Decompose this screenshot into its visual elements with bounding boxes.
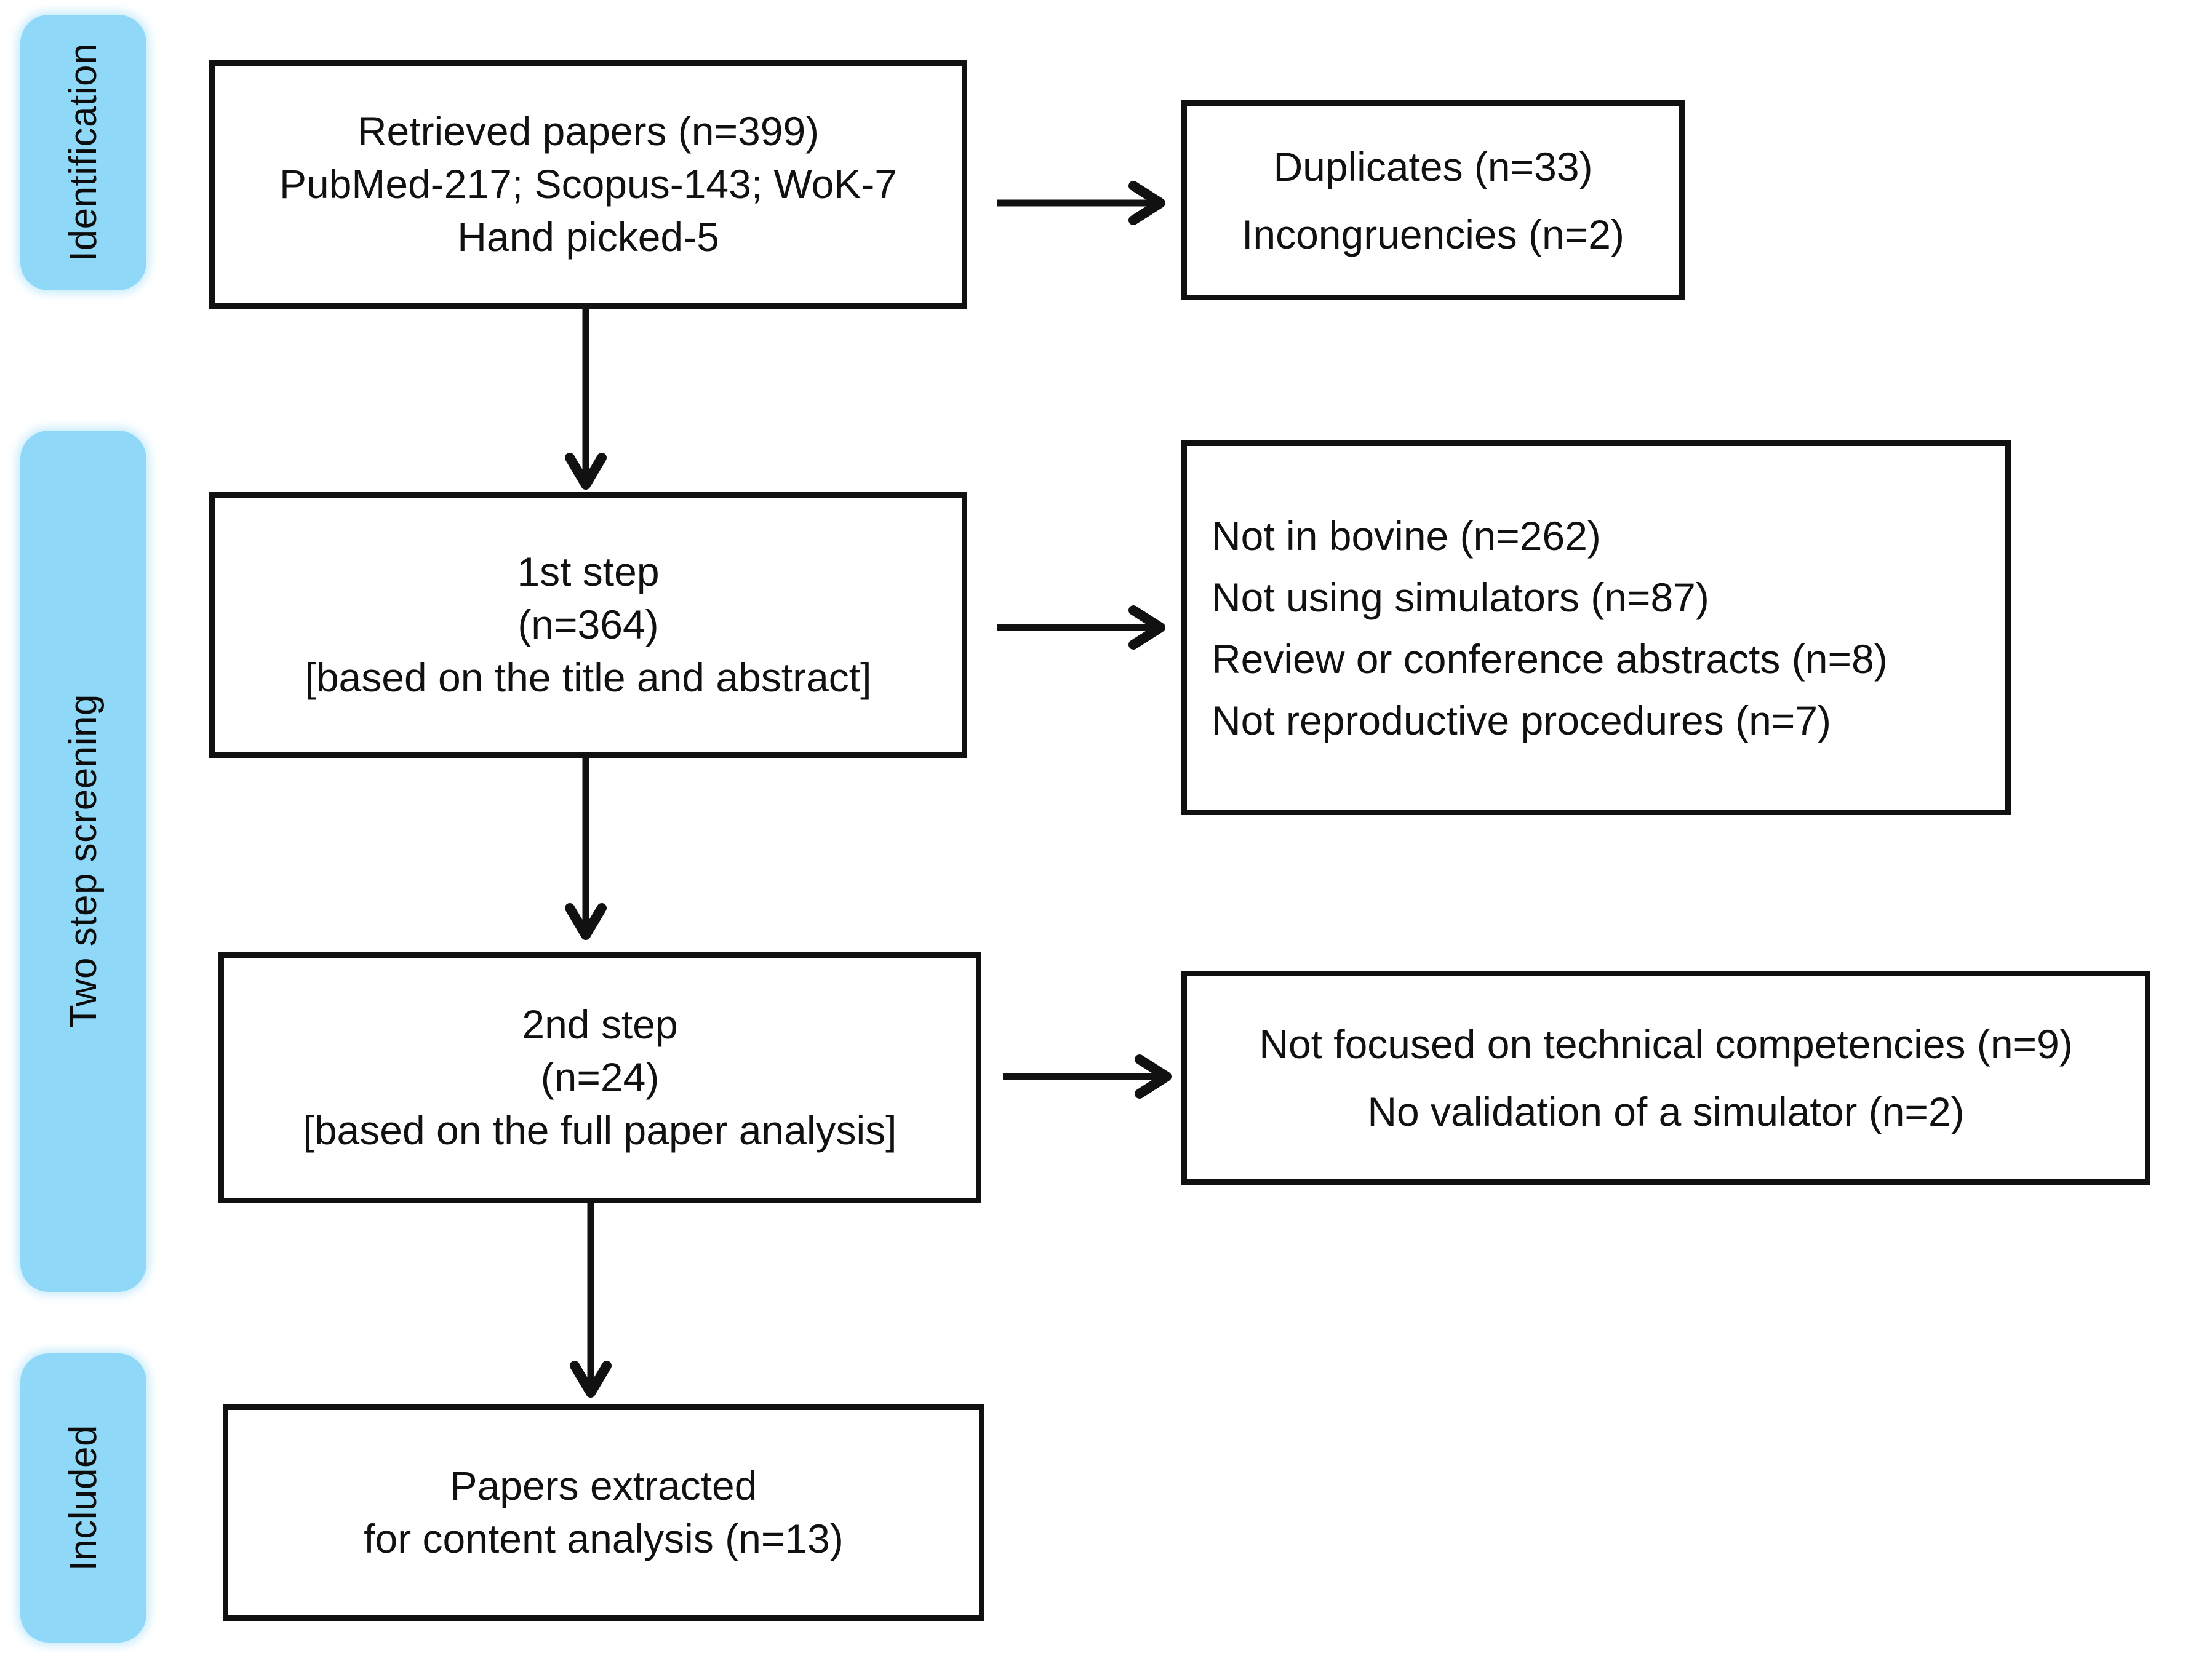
box-duplicates-excluded: Duplicates (n=33) Incongruencies (n=2) <box>1181 100 1685 300</box>
retrieved-line-1: Retrieved papers (n=399) <box>357 108 820 154</box>
stage-label-two-step-screening: Two step screening <box>62 694 105 1029</box>
step2-line-3: [based on the full paper analysis] <box>303 1107 897 1153</box>
step1-line-3: [based on the title and abstract] <box>305 654 872 700</box>
step1-line-1: 1st step <box>517 549 660 595</box>
stage-band-two-step-screening: Two step screening <box>20 431 146 1292</box>
retrieved-line-2: PubMed-217; Scopus-143; WoK-7 <box>279 161 898 207</box>
arrow-retrieved-to-duplicates <box>997 181 1169 225</box>
included-line-1: Papers extracted <box>450 1463 757 1509</box>
stage-label-identification: Identification <box>62 43 105 262</box>
stage-label-included: Included <box>62 1424 105 1572</box>
step2-line-2: (n=24) <box>540 1054 660 1101</box>
box-second-step-screening: 2nd step (n=24) [based on the full paper… <box>218 952 981 1203</box>
stage-band-included: Included <box>20 1353 146 1643</box>
step1-exclusion-1: Not in bovine (n=262) <box>1212 512 1601 559</box>
stage-band-identification: Identification <box>20 15 146 290</box>
included-line-2: for content analysis (n=13) <box>364 1516 844 1561</box>
arrow-step2-to-included <box>570 1203 612 1400</box>
arrow-step1-to-exclusions <box>997 605 1169 650</box>
box-retrieved-papers: Retrieved papers (n=399) PubMed-217; Sco… <box>209 60 967 309</box>
retrieved-line-3: Hand picked-5 <box>457 213 719 260</box>
step2-exclusion-1: Not focused on technical competencies (n… <box>1259 1021 2073 1067</box>
step1-line-2: (n=364) <box>517 602 659 648</box>
duplicates-line-1: Duplicates (n=33) <box>1273 143 1593 189</box>
step1-exclusion-3: Review or conference abstracts (n=8) <box>1212 635 1888 682</box>
box-first-step-screening: 1st step (n=364) [based on the title and… <box>209 492 967 758</box>
box-first-step-exclusions: Not in bovine (n=262) Not using simulato… <box>1181 440 2011 815</box>
step2-exclusion-2: No validation of a simulator (n=2) <box>1367 1089 1965 1134</box>
box-papers-extracted: Papers extracted for content analysis (n… <box>223 1404 984 1621</box>
step1-exclusion-4: Not reproductive procedures (n=7) <box>1212 697 1832 743</box>
step2-line-1: 2nd step <box>522 1002 678 1048</box>
box-second-step-exclusions: Not focused on technical competencies (n… <box>1181 971 2150 1185</box>
arrow-step2-to-exclusions <box>1003 1054 1175 1099</box>
step1-exclusion-2: Not using simulators (n=87) <box>1212 574 1709 620</box>
duplicates-line-2: Incongruencies (n=2) <box>1242 211 1624 257</box>
arrow-retrieved-to-step1 <box>565 308 607 492</box>
arrow-step1-to-step2 <box>565 758 607 942</box>
